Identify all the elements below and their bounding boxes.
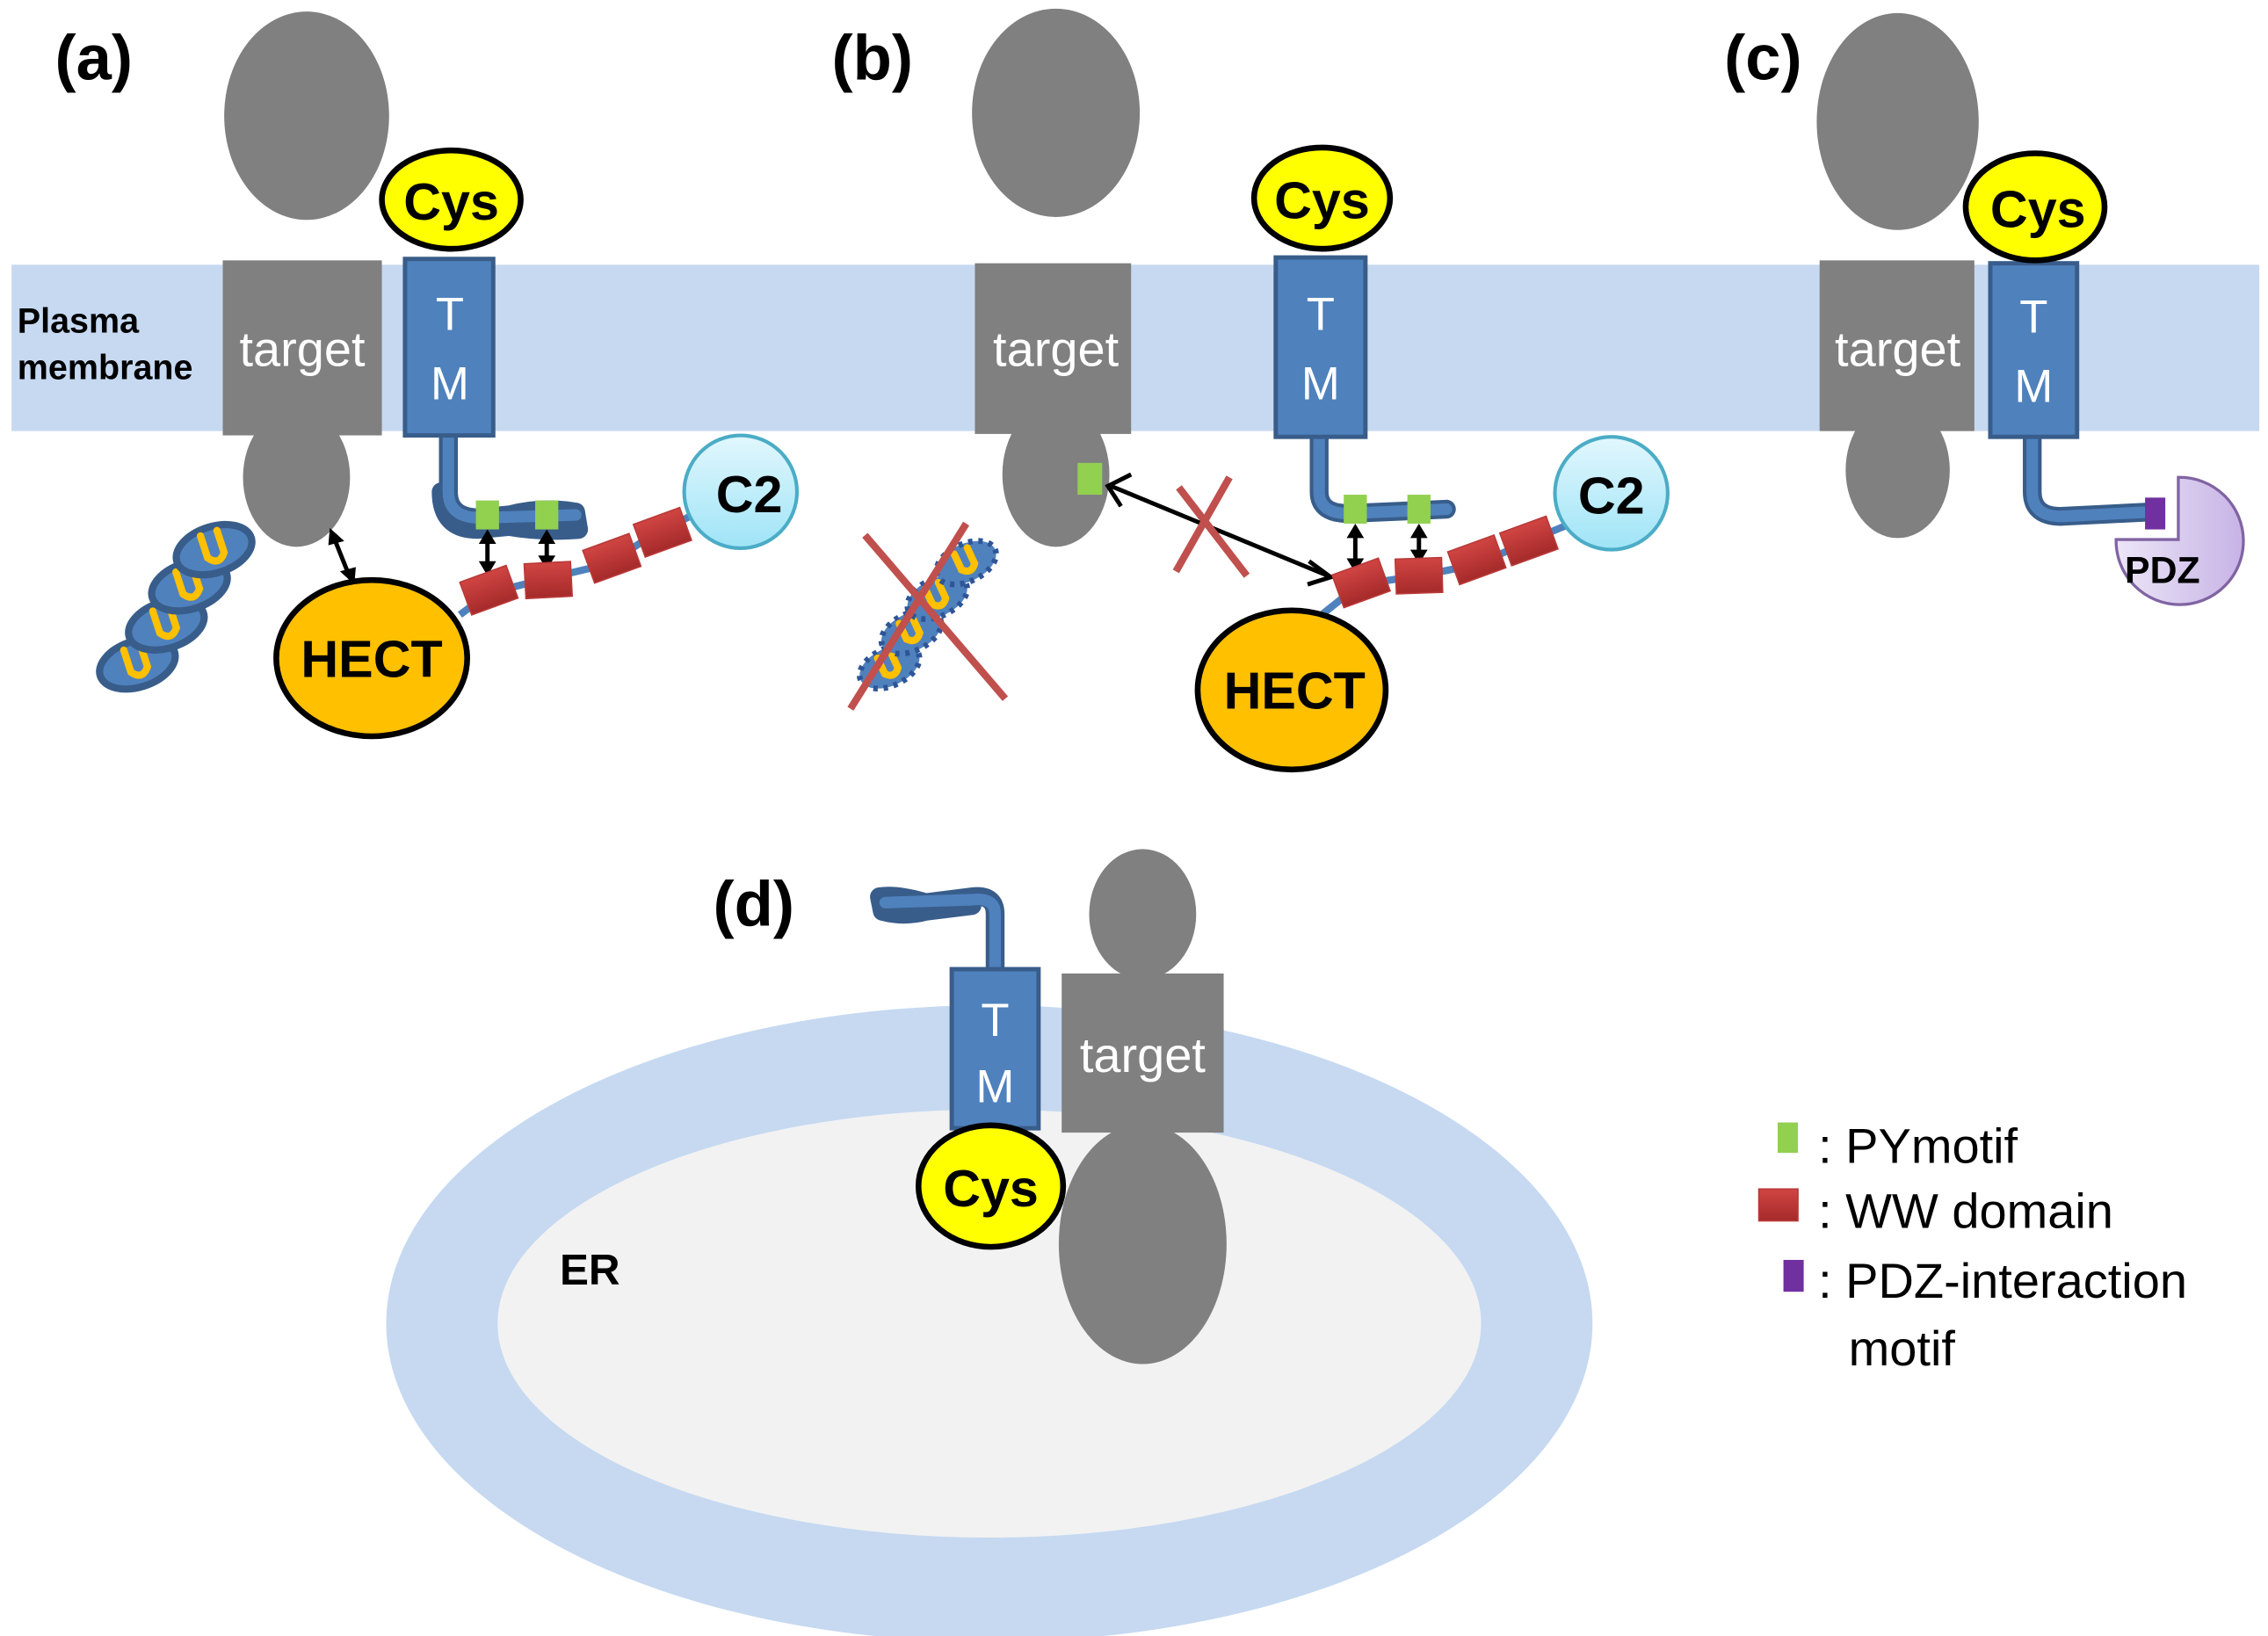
cys-domain-a xyxy=(379,147,524,252)
tm-label-m: M xyxy=(1301,358,1340,409)
py-ww-arrows-a xyxy=(478,529,556,576)
cross-icon xyxy=(862,532,1009,701)
ww-domain xyxy=(632,506,692,559)
target-protein-b: target xyxy=(972,8,1141,547)
ww-domain xyxy=(1498,515,1559,567)
legend-pdz-swatch xyxy=(1783,1259,1804,1292)
c2-label-a: C2 xyxy=(716,465,783,524)
panel-b-label: (b) xyxy=(831,23,912,94)
pdz-label: PDZ xyxy=(2125,549,2200,591)
legend-py-swatch xyxy=(1777,1122,1799,1154)
cys-domain-d xyxy=(915,1122,1067,1250)
c2-domain-a xyxy=(682,433,800,551)
legend-ww-text: : WW domain xyxy=(1818,1184,2113,1239)
py-motif xyxy=(535,500,559,530)
tm-domain-b xyxy=(1273,255,1368,439)
tm-label-t: T xyxy=(1307,288,1335,340)
tm-label-m: M xyxy=(431,358,469,409)
tm-domain-d xyxy=(949,966,1041,1131)
legend-ww-swatch xyxy=(1757,1188,1799,1222)
target-label-d: target xyxy=(1080,1027,1206,1082)
py-motif-target xyxy=(1077,462,1103,496)
tm-label-t: T xyxy=(436,288,464,340)
tm-label-m: M xyxy=(976,1061,1015,1113)
panel-d: (d) ER target T M Cys xyxy=(386,849,1593,1636)
ubiquitin-chain-a: U xyxy=(0,0,256,693)
ww-domain xyxy=(1446,533,1507,586)
target-label-c: target xyxy=(1835,322,1961,377)
plasma-membrane-label-2: membrane xyxy=(18,348,193,387)
c2-domain-b xyxy=(1553,435,1670,552)
py-ww-arrows-b xyxy=(1346,523,1428,573)
pdz-domain xyxy=(2114,475,2245,606)
cys-label-d: Cys xyxy=(943,1159,1039,1218)
tm-label-t: T xyxy=(2019,292,2047,344)
target-protein-c: target xyxy=(1816,12,1979,539)
cys-label-c: Cys xyxy=(1990,179,2086,238)
hect-domain-b xyxy=(1194,607,1389,773)
ww-domain xyxy=(459,564,519,616)
py-motif xyxy=(1407,495,1431,524)
cys-domain-c xyxy=(1962,150,2108,264)
target-protein-d: target xyxy=(1058,849,1227,1365)
panel-c: (c) target PDZ T M Cys xyxy=(1724,12,2245,606)
target-label-a: target xyxy=(239,322,366,377)
interaction-arrow-a xyxy=(328,527,356,585)
target-label-b: target xyxy=(993,322,1120,377)
tm-label-t: T xyxy=(981,995,1009,1046)
cys-label-b: Cys xyxy=(1274,171,1370,230)
panel-d-label: (d) xyxy=(714,869,794,940)
tm-domain-c xyxy=(1988,261,2080,439)
er-label: ER xyxy=(560,1246,620,1294)
legend-pdz-text: : PDZ-interaction xyxy=(1818,1253,2187,1308)
legend-pdz-text-2: motif xyxy=(1849,1321,1956,1376)
blocked-interaction-arrow xyxy=(1105,472,1336,587)
panel-b: (b) target T xyxy=(831,8,1670,773)
cross-icon xyxy=(1176,485,1250,578)
ub-label: U xyxy=(0,0,2,1)
panel-c-label: (c) xyxy=(1724,23,1802,94)
tm-domain-a xyxy=(402,257,496,438)
panel-a-label: (a) xyxy=(55,23,134,94)
cross-icon xyxy=(847,521,970,711)
hect-domain-a xyxy=(273,576,470,740)
legend-py-text: : PYmotif xyxy=(1818,1118,2018,1174)
legend: : PYmotif : WW domain : PDZ-interaction … xyxy=(1757,1118,2187,1376)
ww-domain xyxy=(1330,557,1392,609)
ww-domain xyxy=(582,532,642,584)
pdz-interaction-motif xyxy=(2145,497,2166,530)
plasma-membrane-label: Plasma xyxy=(18,302,140,341)
target-protein-a: target xyxy=(222,11,389,547)
py-motif xyxy=(475,500,499,530)
cys-domain-b xyxy=(1250,144,1394,252)
ww-domain xyxy=(523,561,574,600)
ubiquitin-chain-b-blocked xyxy=(847,521,1009,711)
panel-a: (a) target U T M Cys xyxy=(0,0,800,740)
hect-label-a: HECT xyxy=(301,629,442,688)
er-lumen xyxy=(497,1109,1482,1538)
hect-label-b: HECT xyxy=(1224,662,1366,720)
py-motif xyxy=(1344,495,1367,524)
cross-icon xyxy=(1172,475,1233,574)
tm-label-m: M xyxy=(2014,361,2053,413)
ww-domain xyxy=(1394,556,1444,595)
cys-label-a: Cys xyxy=(403,172,499,231)
c2-label-b: C2 xyxy=(1578,466,1645,525)
